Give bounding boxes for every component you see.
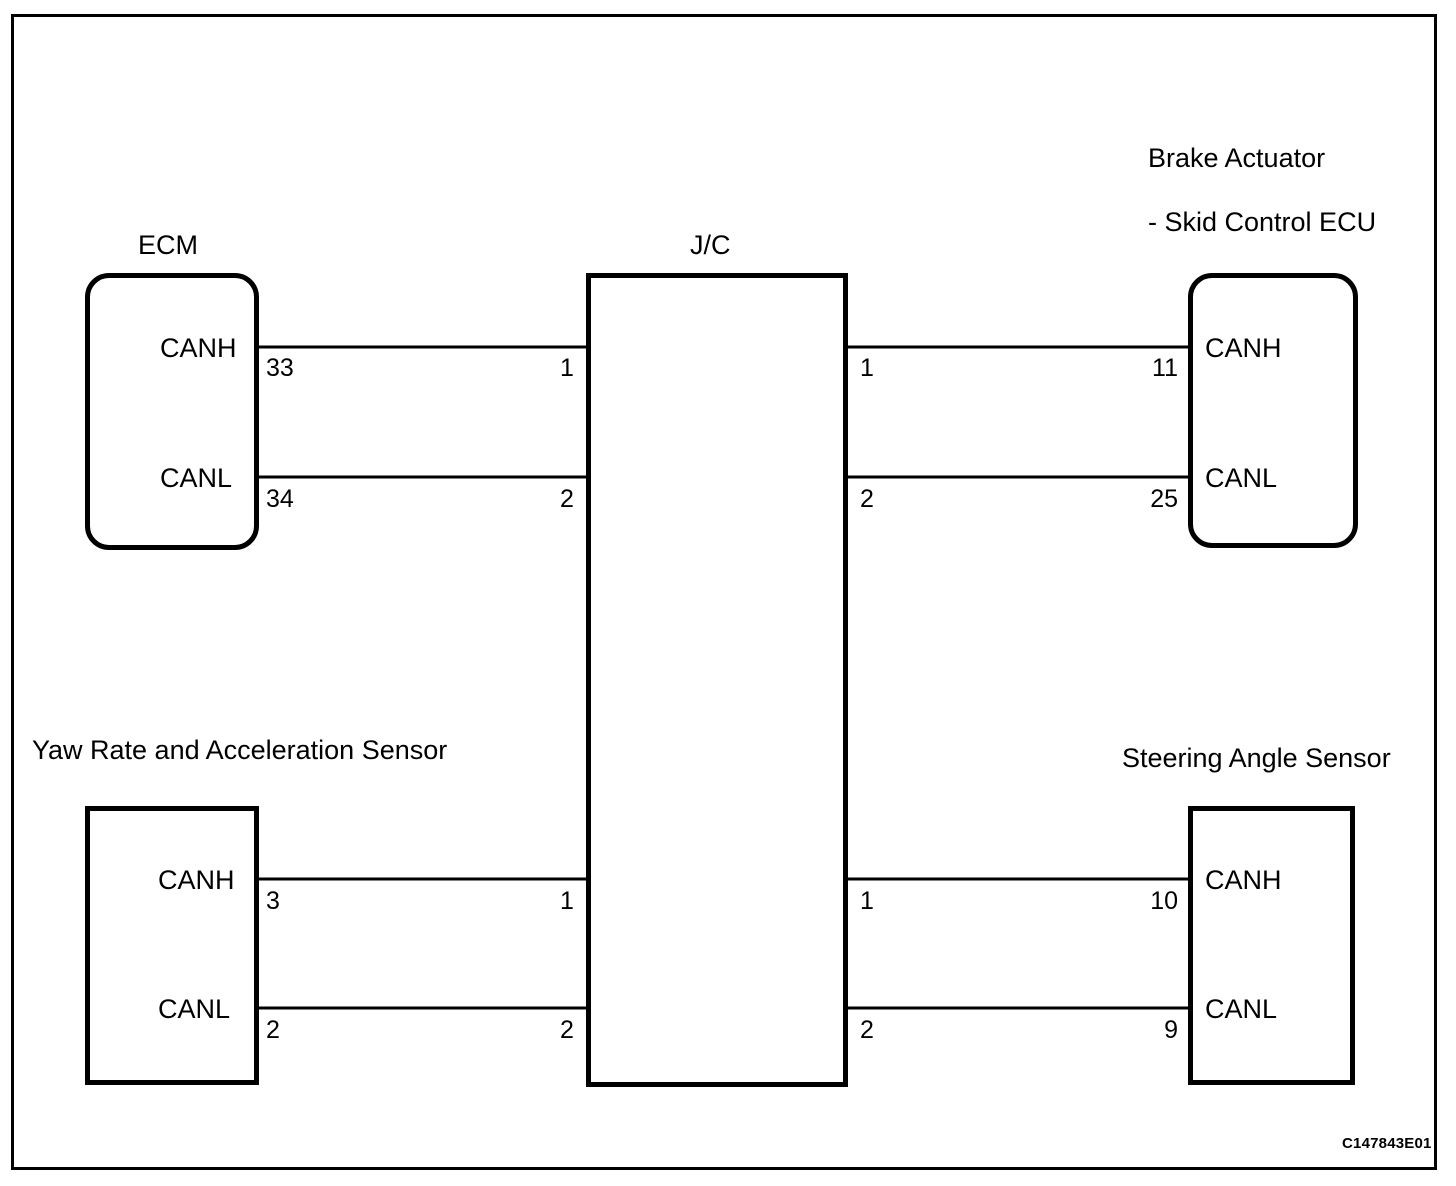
jc-pin-number-right-canh-lower: 1 bbox=[860, 887, 874, 915]
yaw-sensor-pin-label-canh: CANH bbox=[158, 865, 235, 895]
steering-sensor-pin-number-canl: 9 bbox=[1164, 1016, 1178, 1044]
steering-sensor-box[interactable] bbox=[1188, 806, 1355, 1085]
yaw-sensor-pin-label-canl: CANL bbox=[158, 994, 231, 1024]
brake-actuator-pin-label-canh: CANH bbox=[1205, 333, 1282, 363]
ecm-box[interactable] bbox=[85, 273, 259, 550]
jc-pin-number-left-canl-upper: 2 bbox=[560, 485, 574, 513]
yaw-sensor-box[interactable] bbox=[85, 806, 259, 1085]
brake-actuator-pin-number-canh: 11 bbox=[1152, 354, 1178, 382]
brake-actuator-box[interactable] bbox=[1188, 273, 1358, 548]
jc-box[interactable] bbox=[586, 273, 848, 1087]
diagram-frame bbox=[11, 14, 1437, 1170]
yaw-sensor-pin-number-canh: 3 bbox=[266, 887, 280, 915]
ecm-pin-number-canh: 33 bbox=[266, 354, 294, 382]
yaw-sensor-pin-number-canl: 2 bbox=[266, 1016, 280, 1044]
ecm-title: ECM bbox=[138, 230, 198, 260]
yaw-sensor-title: Yaw Rate and Acceleration Sensor bbox=[32, 735, 448, 765]
brake-actuator-pin-label-canl: CANL bbox=[1205, 463, 1278, 493]
steering-sensor-pin-number-canh: 10 bbox=[1150, 887, 1178, 915]
brake-actuator-title-line1: Brake Actuator bbox=[1148, 143, 1326, 173]
jc-pin-number-right-canl-lower: 2 bbox=[860, 1016, 874, 1044]
jc-pin-number-left-canl-lower: 2 bbox=[560, 1016, 574, 1044]
brake-actuator-title-line2: - Skid Control ECU bbox=[1148, 207, 1377, 237]
brake-actuator-pin-number-canl: 25 bbox=[1150, 485, 1178, 513]
jc-pin-number-right-canl-upper: 2 bbox=[860, 485, 874, 513]
ecm-pin-number-canl: 34 bbox=[266, 485, 294, 513]
jc-pin-number-left-canh-lower: 1 bbox=[560, 887, 574, 915]
jc-pin-number-left-canh-upper: 1 bbox=[560, 354, 574, 382]
steering-sensor-title: Steering Angle Sensor bbox=[1122, 743, 1391, 773]
figure-code: C147843E01 bbox=[1342, 1135, 1432, 1152]
jc-pin-number-right-canh-upper: 1 bbox=[860, 354, 874, 382]
jc-title: J/C bbox=[690, 230, 731, 260]
ecm-pin-label-canl: CANL bbox=[160, 463, 233, 493]
steering-sensor-pin-label-canh: CANH bbox=[1205, 865, 1282, 895]
ecm-pin-label-canh: CANH bbox=[160, 333, 237, 363]
steering-sensor-pin-label-canl: CANL bbox=[1205, 994, 1278, 1024]
